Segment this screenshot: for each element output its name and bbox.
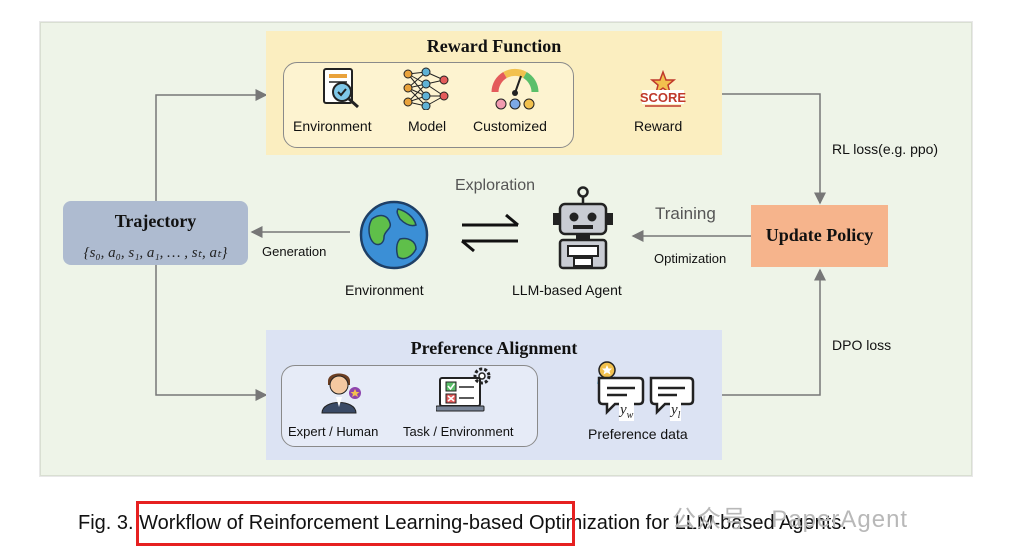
reward-to-policy-arrow: [722, 93, 826, 205]
watermark: 公众号 · PaperAgent: [672, 506, 909, 533]
score-text: SCORE: [640, 90, 687, 105]
expert-human-icon: [321, 373, 361, 414]
preference-source-task: Task / Environment: [403, 424, 514, 439]
figure-caption: Fig. 3. Workflow of Reinforcement Learni…: [78, 512, 847, 535]
dpo-loss-label: DPO loss: [832, 337, 892, 353]
preference-data-label: Preference data: [588, 426, 688, 442]
agent-label: LLM-based Agent: [512, 282, 622, 298]
reward-source-model: Model: [408, 118, 447, 134]
trajectory-box: [63, 201, 248, 265]
document-check-icon: [323, 68, 359, 109]
caption-text: Workflow of Reinforcement Learning-based…: [139, 512, 847, 534]
reward-output-label: Reward: [634, 118, 683, 134]
training-label: Training: [655, 204, 716, 223]
task-environment-icon: [436, 367, 491, 412]
traj-to-preference-arrow: [155, 265, 268, 401]
y-l-label: yl: [670, 402, 682, 421]
y-w-label: yw: [619, 402, 635, 421]
reward-source-environment: Environment: [293, 118, 372, 134]
preference-alignment-title: Preference Alignment: [410, 338, 578, 358]
optimization-label: Optimization: [654, 251, 727, 266]
traj-to-reward-arrow: [155, 89, 268, 201]
generation-label: Generation: [262, 244, 327, 259]
update-policy-title: Update Policy: [765, 225, 874, 245]
preference-data-icon: [597, 361, 695, 416]
trajectory-title: Trajectory: [114, 211, 197, 231]
globe-icon: [359, 200, 429, 270]
preference-source-expert: Expert / Human: [288, 424, 379, 439]
reward-function-title: Reward Function: [426, 36, 562, 56]
trajectory-formula: {s₀, a₀, s₁, a₁, … , sₜ, aₜ}: [83, 245, 228, 261]
y-l-subscript: l: [677, 410, 681, 421]
neural-network-icon: [403, 67, 449, 110]
y-w-subscript: w: [626, 410, 634, 421]
exchange-arrows-icon: [461, 213, 519, 253]
preference-sources-box: [281, 365, 538, 447]
exploration-label: Exploration: [454, 177, 536, 194]
update-policy-box: [751, 205, 888, 267]
rl-loss-label: RL loss(e.g. ppo): [832, 141, 939, 157]
satisfaction-gauge-icon: [491, 68, 539, 110]
caption-prefix: Fig. 3.: [78, 512, 134, 534]
preference-to-policy-arrow: [722, 268, 826, 396]
reward-source-customized: Customized: [473, 118, 547, 134]
environment-label: Environment: [345, 282, 424, 298]
robot-agent-icon: [553, 186, 613, 270]
score-icon: SCORE: [640, 70, 687, 107]
caption-highlight-box: [136, 501, 575, 546]
